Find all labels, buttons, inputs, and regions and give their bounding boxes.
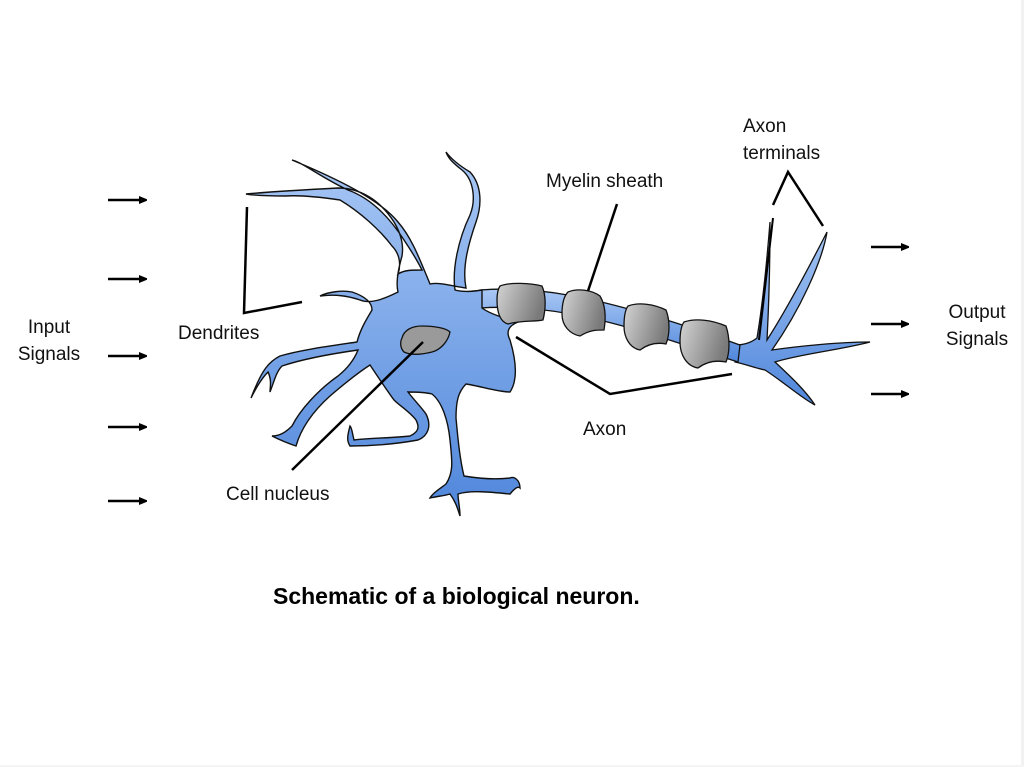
myelin-segment: [623, 303, 670, 351]
myelin-sheath-leader: [586, 203, 619, 292]
axon-terminal-branch: [734, 221, 871, 406]
slide-edge-bottom: [0, 765, 1024, 767]
axon-leader: [515, 335, 733, 396]
axon-terminals-leader: [771, 169, 825, 227]
axon-terminals-label: Axon terminals: [743, 113, 820, 167]
cell-nucleus-leader: [291, 341, 424, 471]
slide-edge-right: [1021, 0, 1024, 767]
myelin-segment: [561, 289, 606, 337]
cell-nucleus-label: Cell nucleus: [226, 484, 330, 505]
axon-label: Axon: [583, 419, 627, 440]
input-signals-label: Input Signals: [14, 314, 84, 368]
output-signals-label: Output Signals: [934, 299, 1020, 353]
dendrites-label: Dendrites: [178, 323, 260, 344]
dendrites-leader: [242, 206, 303, 315]
leader-lines: [242, 169, 825, 471]
output-signals-line-1: Output: [948, 302, 1006, 323]
axon-terminals-line-2: terminals: [743, 143, 821, 164]
input-signals-line-1: Input: [27, 317, 71, 338]
myelin-segment: [679, 319, 730, 369]
figure-caption: Schematic of a biological neuron.: [273, 583, 640, 609]
output-signals-line-2: Signals: [945, 329, 1009, 350]
myelin-segment: [496, 282, 546, 325]
cell-body: [245, 151, 521, 517]
axon-terminals-leader-tail: [758, 217, 774, 341]
input-signals-line-2: Signals: [17, 344, 81, 365]
myelin-sheath-label: Myelin sheath: [546, 171, 664, 192]
axon-terminals: [734, 221, 871, 406]
output-arrows: [871, 247, 902, 394]
input-arrows: [108, 200, 140, 501]
axon-terminals-line-1: Axon: [743, 116, 787, 137]
cell-nucleus: [400, 325, 451, 355]
myelin-sheath: [496, 282, 730, 369]
